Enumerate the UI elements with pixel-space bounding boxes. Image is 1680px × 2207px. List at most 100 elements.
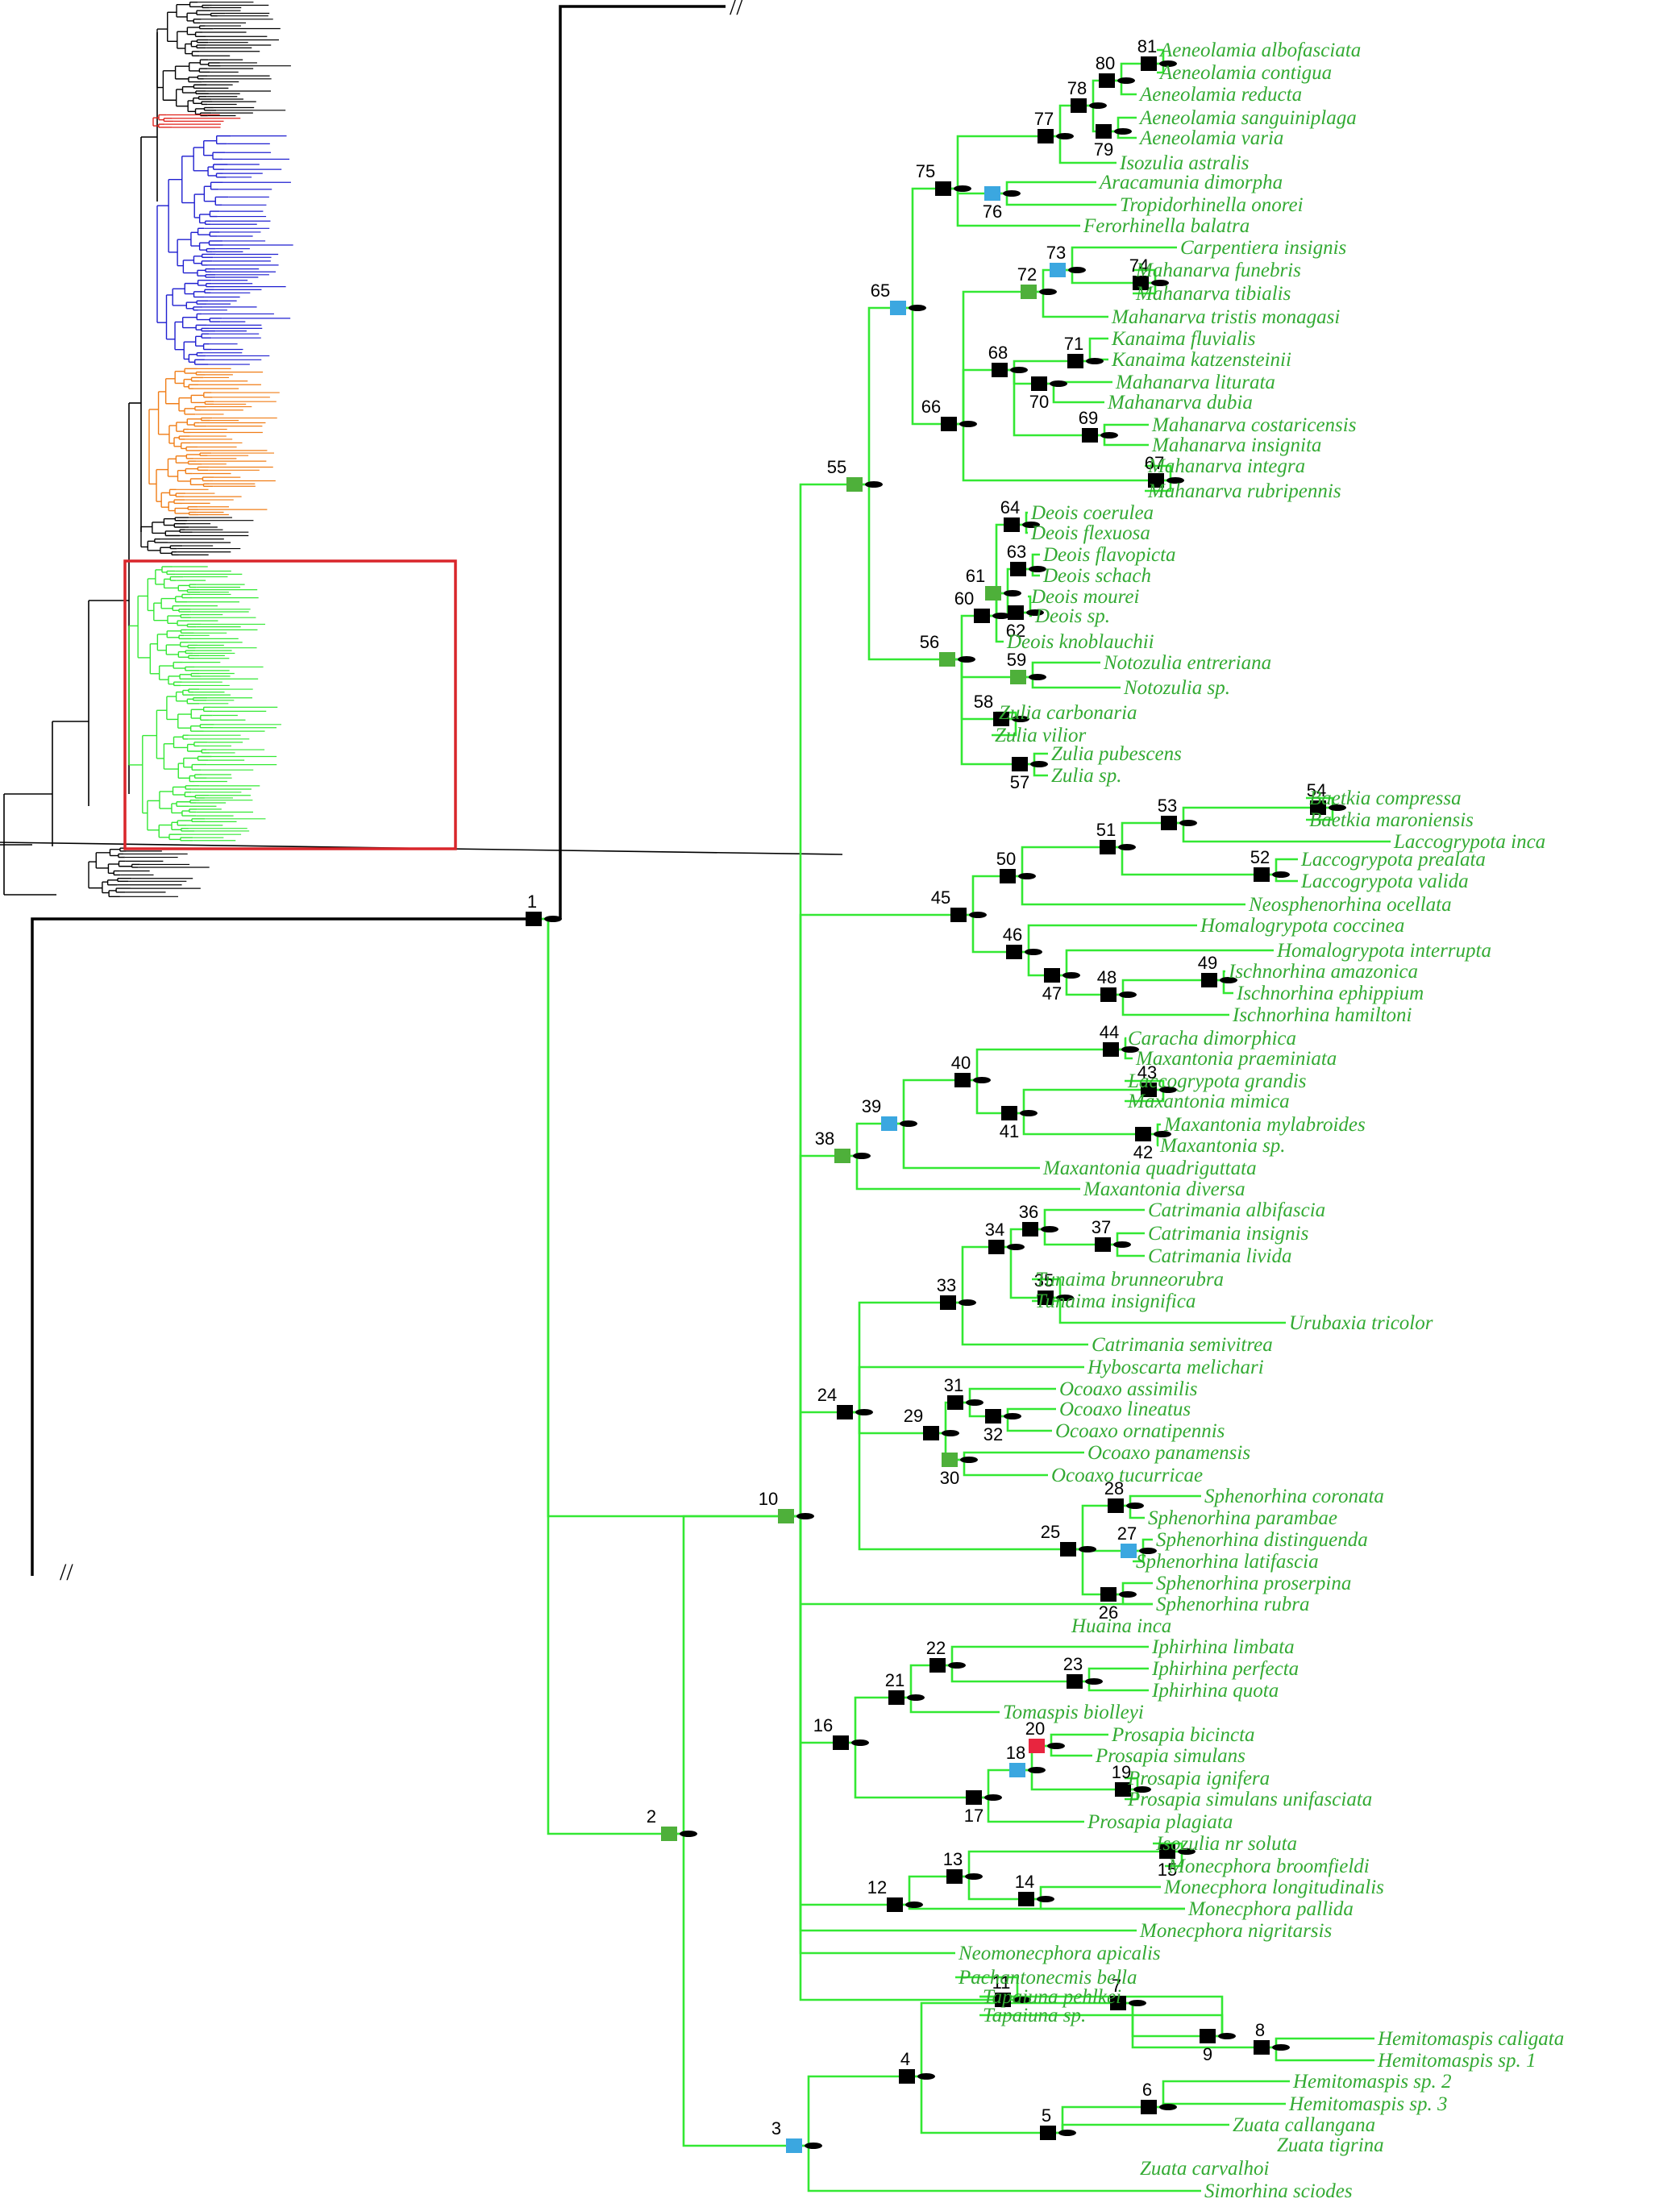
node-number: 19 (1112, 1762, 1131, 1782)
taxon-label: Ocoaxo tucurricae (1051, 1465, 1203, 1486)
node-number: 58 (974, 692, 993, 712)
tree-branch (786, 483, 855, 1518)
node-dot-50 (1018, 873, 1036, 879)
taxon-label: Catrimania livida (1148, 1245, 1291, 1267)
taxon-label: Zulia carbonaria (999, 702, 1137, 724)
node-dot-41 (1020, 1110, 1038, 1116)
taxon-label: Tomaspis biolleyi (1003, 1702, 1144, 1723)
node-number: 44 (1100, 1022, 1119, 1042)
tree-branch (786, 1515, 841, 1744)
tree-branch (534, 917, 786, 1518)
taxon-label: Laccogrypota prealata (1300, 849, 1486, 871)
node-marker-68 (992, 363, 1008, 377)
taxon-label: Tapaiuna sp. (983, 2005, 1086, 2026)
taxon-label: Mahanarva integra (1147, 455, 1305, 477)
node-dot-53 (1179, 820, 1197, 826)
node-number: 28 (1104, 1478, 1124, 1498)
taxon-label: Pachantonecmis bella (958, 1967, 1137, 1989)
taxon-label: Homalogrypota coccinea (1200, 915, 1404, 937)
taxon-label: Hemitomaspis sp. 3 (1288, 2093, 1448, 2115)
node-number: 59 (1007, 650, 1026, 670)
node-dot-51 (1118, 844, 1136, 850)
node-dot-73 (1068, 267, 1086, 273)
node-marker-24 (837, 1405, 853, 1419)
node-marker-65 (890, 301, 906, 315)
node-number: 70 (1029, 392, 1049, 412)
node-number: 10 (759, 1489, 778, 1509)
node-marker-6 (1141, 2100, 1157, 2114)
taxon-label: Ocoaxo ornatipennis (1055, 1420, 1225, 1442)
node-number: 48 (1097, 967, 1117, 987)
node-marker-50 (1000, 869, 1016, 883)
node-number: 7 (1112, 1976, 1121, 1996)
node-number: 53 (1158, 796, 1177, 816)
node-dot-9 (1218, 2033, 1236, 2039)
node-marker-79 (1096, 124, 1112, 139)
node-number: 46 (1003, 925, 1022, 945)
tree-branch (841, 1741, 974, 1799)
node-marker-37 (1095, 1237, 1111, 1252)
node-number: 11 (992, 1972, 1011, 1993)
node-number: 12 (867, 1877, 887, 1897)
taxon-label: Monecphora pallida (1187, 1898, 1354, 1920)
node-marker-4 (899, 2069, 915, 2084)
taxon-label: Sphenorhina rubra (1156, 1594, 1310, 1615)
node-dot-69 (1100, 432, 1118, 438)
node-number: 34 (985, 1220, 1004, 1240)
taxon-label: Deois schach (1042, 565, 1151, 587)
taxon-label: Laccogrypota grandis (1127, 1070, 1307, 1092)
node-marker-8 (1254, 2040, 1270, 2055)
node-number: 9 (1203, 2044, 1212, 2064)
node-dot-17 (984, 1794, 1002, 1801)
node-marker-22 (929, 1658, 946, 1673)
node-marker-14 (1018, 1892, 1034, 1906)
node-dot-75 (954, 185, 971, 192)
taxon-label: Aeneolamia reducta (1138, 84, 1302, 106)
node-number: 37 (1092, 1217, 1111, 1237)
tree-branch (1075, 1680, 1149, 1692)
taxon-label: Sphenorhina parambae (1148, 1507, 1337, 1529)
taxon-label: Monecphora nigritarsis (1139, 1920, 1332, 1942)
node-number: 38 (815, 1128, 834, 1149)
node-marker-51 (1100, 840, 1116, 854)
tree-branch (938, 1645, 1149, 1667)
tree-branch (534, 917, 669, 1835)
tree-branch (1014, 924, 1197, 954)
taxon-label: Mahanarva tristis monagasi (1111, 306, 1340, 328)
node-marker-3 (786, 2138, 802, 2153)
node-dot-70 (1050, 380, 1067, 387)
node-number: 60 (954, 588, 974, 609)
node-dot-15 (1178, 1848, 1196, 1855)
node-number: 64 (1000, 497, 1020, 517)
node-dot-29 (942, 1430, 959, 1436)
node-dot-10 (796, 1513, 814, 1519)
node-dot-65 (909, 305, 926, 311)
tree-branch (954, 1850, 1167, 1878)
node-number: 13 (943, 1849, 963, 1869)
node-marker-70 (1031, 376, 1047, 391)
taxon-label: Ischnorhina hamiltoni (1232, 1004, 1412, 1026)
node-marker-77 (1038, 129, 1054, 143)
taxon-label: Notozulia sp. (1123, 677, 1230, 699)
node-dot-61 (1004, 590, 1021, 596)
node-number: 56 (920, 632, 939, 652)
node-dot-78 (1089, 102, 1107, 109)
node-marker-47 (1044, 968, 1060, 983)
node-dot-74 (1151, 280, 1169, 286)
node-dot-43 (1159, 1087, 1177, 1093)
node-number: 76 (983, 202, 1002, 222)
node-number: 20 (1025, 1719, 1045, 1739)
taxon-label: Aracamunia dimorpha (1098, 172, 1283, 193)
taxon-label: Zulia pubescens (1051, 743, 1182, 765)
taxon-label: Mahanarva tibialis (1135, 283, 1291, 305)
node-dot-39 (900, 1120, 917, 1127)
node-number: 45 (931, 887, 950, 908)
taxon-label: Prosapia bicincta (1111, 1724, 1255, 1746)
highlight-box (123, 559, 457, 850)
node-number: 51 (1096, 820, 1116, 840)
tree-branch (786, 1154, 842, 1518)
tree-branch (1037, 1744, 1092, 1757)
node-marker-66 (941, 417, 957, 431)
node-dot-38 (853, 1153, 871, 1159)
